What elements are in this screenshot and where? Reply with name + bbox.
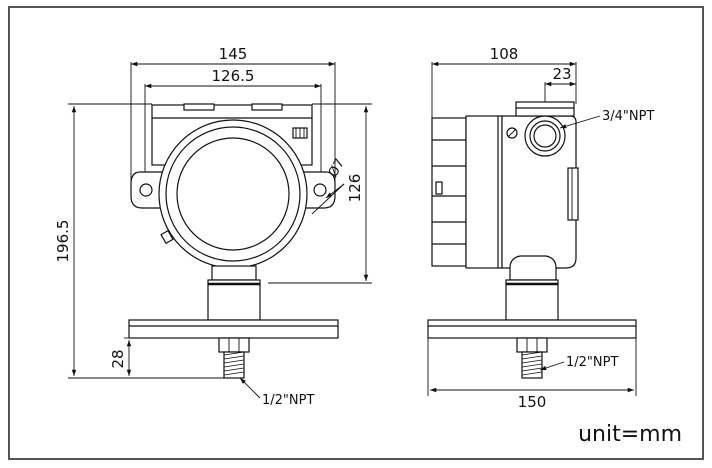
dim-23-label: 23 [552, 65, 571, 83]
side-view: 108 23 3/4"NPT [427, 45, 654, 411]
dim-28-label: 28 [109, 349, 127, 368]
dim-150-label: 150 [518, 393, 547, 411]
dim-108-label: 108 [490, 45, 519, 63]
front-thread-label: 1/2"NPT [262, 393, 314, 408]
front-view: 145 126.5 [54, 45, 372, 408]
front-thread [223, 351, 245, 379]
side-flange [427, 319, 637, 339]
drawing-frame [8, 6, 704, 460]
front-flange [128, 319, 339, 339]
unit-note: unit=mm [578, 422, 682, 447]
dim-126-label: 126 [346, 174, 364, 203]
dim-196-5-label: 196.5 [54, 220, 72, 263]
dim-145-label: 145 [219, 45, 248, 63]
conduit-label: 3/4"NPT [602, 109, 654, 124]
side-thread [521, 351, 543, 379]
dim-126-5-label: 126.5 [212, 67, 255, 85]
front-housing-cover [176, 137, 290, 251]
mounting-hole-right [313, 183, 327, 197]
side-thread-label: 1/2"NPT [566, 355, 618, 370]
mounting-hole-left [139, 183, 153, 197]
conduit-entry-outer [524, 115, 566, 157]
